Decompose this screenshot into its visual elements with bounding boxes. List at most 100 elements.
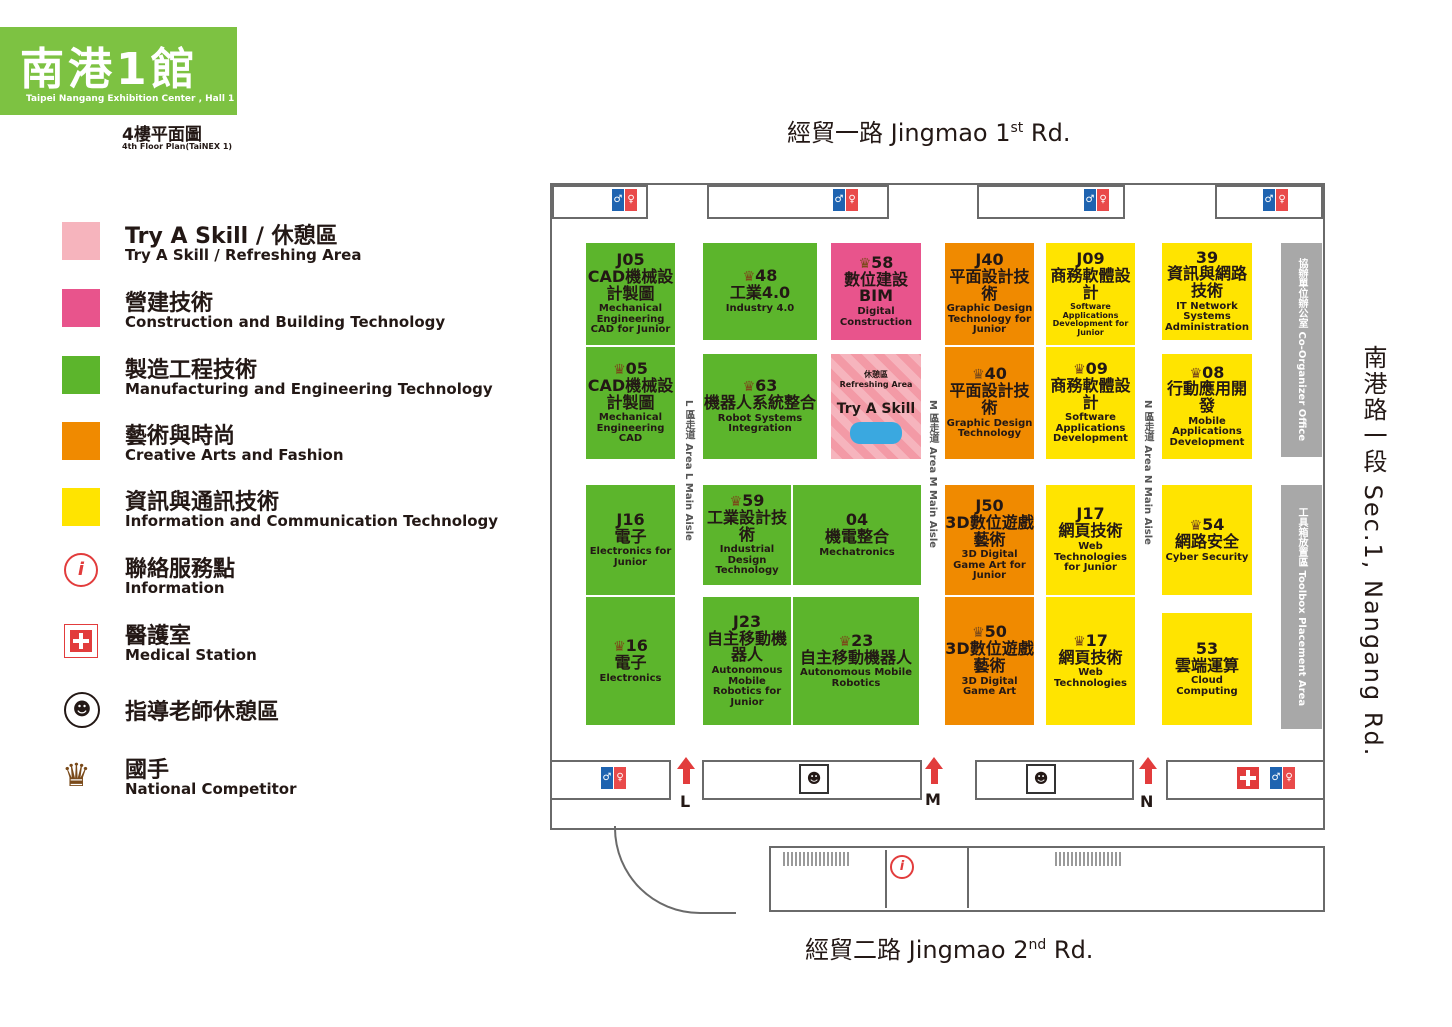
info-icon: i [64, 553, 98, 587]
crown-icon: ♛ [1073, 633, 1086, 650]
restroom-icon: ♂♀ [1270, 767, 1295, 789]
aisle-m: M 區走道 Area M Main Aisle [927, 400, 938, 549]
entrance-arrow-icon [1139, 757, 1157, 769]
restroom-icon: ♂♀ [601, 767, 626, 789]
crown-icon: ♛ [62, 756, 91, 794]
aisle-n: N 區走道 Area N Main Aisle [1142, 400, 1153, 545]
legend-label-en: Medical Station [125, 646, 257, 664]
entrance-arrow-icon [931, 769, 938, 784]
teacher-rest-icon: ☻ [799, 764, 829, 794]
crown-icon: ♛ [972, 625, 985, 642]
hall-subtitle: Taipei Nangang Exhibition Center , Hall … [26, 94, 235, 104]
entrance-arrow-icon [677, 757, 695, 769]
legend-label-en: Information [125, 579, 225, 597]
stairs [1055, 852, 1121, 866]
crown-icon: ♛ [1073, 362, 1086, 379]
wall [967, 846, 969, 908]
legend-label-zh: 聯絡服務點 [125, 557, 236, 582]
legend-label-zh: 指導老師休憩區 [125, 700, 280, 725]
restroom-icon: ♂♀ [612, 189, 637, 211]
road-right: 南港路一段 Sec.1, Nangang Rd. [1359, 345, 1387, 758]
booth-try-a-skill[interactable]: 休憩區 Refreshing Area Try A Skill [831, 354, 921, 459]
medical-icon [64, 624, 98, 658]
stairs [783, 852, 849, 866]
legend-label-zh: Try A Skill / 休憩區 [125, 224, 338, 249]
legend-label-zh: 營建技術 [125, 291, 214, 316]
hall-annex [769, 846, 1325, 912]
entrance-arrow-icon [1145, 769, 1152, 784]
restroom-icon: ♂♀ [1263, 189, 1288, 211]
legend-swatch-construction [62, 289, 100, 327]
legend-label-en: National Competitor [125, 780, 297, 798]
legend-label-en: Information and Communication Technology [125, 512, 499, 530]
restroom-icon: ♂♀ [833, 189, 858, 211]
entrance-arrow-icon [925, 757, 943, 769]
service-room [707, 185, 889, 219]
legend-label-zh: 國手 [125, 758, 170, 783]
legend-label-zh: 醫護室 [125, 624, 192, 649]
road-bottom: 經貿二路 Jingmao 2nd Rd. [805, 936, 1094, 964]
hall-title: 南港1館 [20, 44, 199, 95]
legend-label-zh: 資訊與通訊技術 [125, 490, 280, 515]
crown-icon: ♛ [1189, 365, 1203, 382]
aisle-l: L 區走道 Area L Main Aisle [683, 400, 694, 541]
entrance-curve [614, 826, 736, 914]
crown-icon: ♛ [858, 255, 872, 272]
info-icon: i [890, 855, 914, 879]
co-organizer-office: 協辦單位辦公室 Co-Organizer Office [1281, 243, 1322, 457]
hall-badge: 南港1館 Taipei Nangang Exhibition Center , … [0, 27, 237, 115]
crown-icon: ♛ [742, 269, 756, 286]
crown-icon: ♛ [742, 379, 756, 396]
legend-label-zh: 製造工程技術 [125, 358, 258, 383]
crown-icon: ♛ [838, 633, 852, 650]
wall [885, 850, 887, 908]
entrance-arrow-icon [683, 769, 690, 784]
legend-swatch-ict [62, 488, 100, 526]
toolbox-area: 工具箱放置區 Toolbox Placement Area [1281, 485, 1322, 729]
gate-n: N [1140, 792, 1154, 811]
crown-icon: ♛ [972, 367, 985, 384]
restroom-icon: ♂♀ [1084, 189, 1109, 211]
legend-swatch-manufacturing [62, 356, 100, 394]
gate-l: L [680, 792, 691, 811]
crown-icon: ♛ [613, 362, 626, 379]
legend-label-en: Try A Skill / Refreshing Area [125, 246, 362, 264]
legend-label-en: Manufacturing and Engineering Technology [125, 380, 493, 398]
medical-icon [1237, 767, 1259, 789]
crown-icon: ♛ [1189, 517, 1203, 534]
legend-swatch-creative-arts [62, 422, 100, 460]
teacher-rest-icon: ☻ [64, 692, 100, 728]
floor-title: 4樓平面圖 [122, 125, 202, 145]
legend-swatch-try-a-skill [62, 222, 100, 260]
legend-label-zh: 藝術與時尚 [125, 424, 236, 449]
road-top: 經貿一路 Jingmao 1st Rd. [787, 119, 1071, 147]
crown-icon: ♛ [613, 638, 626, 655]
teacher-rest-icon: ☻ [1026, 764, 1056, 794]
mascot-icon [850, 422, 902, 445]
legend-label-en: Construction and Building Technology [125, 313, 446, 331]
crown-icon: ♛ [729, 494, 743, 511]
